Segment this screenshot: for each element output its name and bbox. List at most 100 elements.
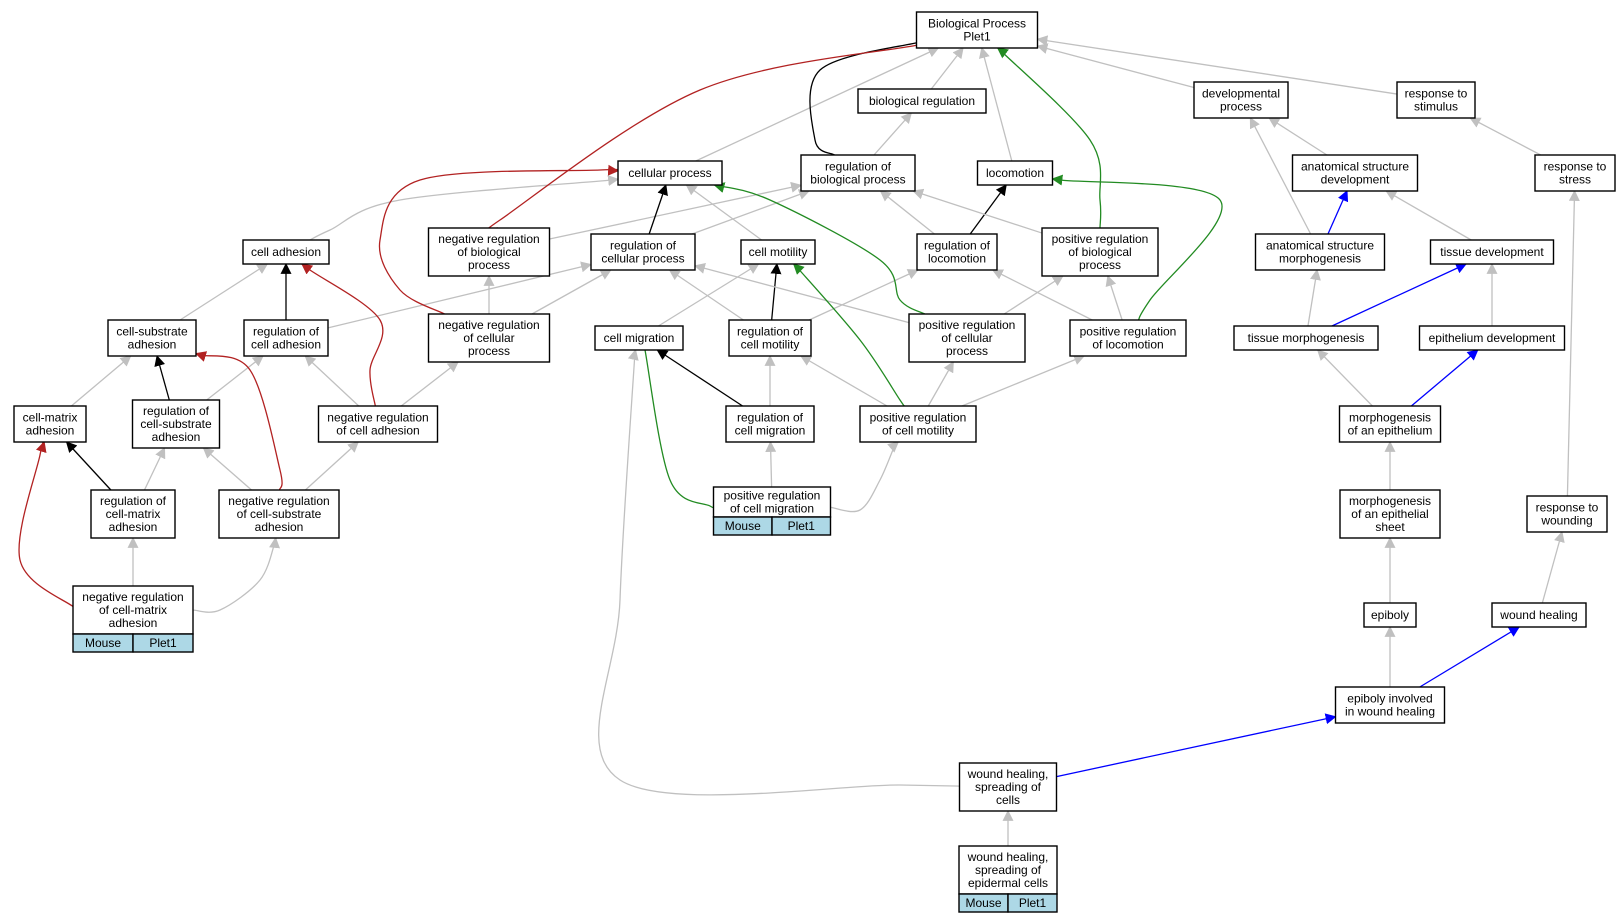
edge-cellmig-is_a-cellmot xyxy=(658,263,760,327)
term-node-celladh[interactable]: cell adhesion xyxy=(242,239,330,265)
term-label-line: stress xyxy=(1559,173,1591,187)
edge-line xyxy=(648,183,668,235)
term-box xyxy=(1526,495,1608,533)
edge-posregcellmig-positively_regulates-cellmig xyxy=(637,339,715,509)
term-node-woundheal[interactable]: wound healing xyxy=(1491,602,1587,628)
term-box xyxy=(958,762,1058,812)
term-box xyxy=(243,319,329,357)
term-label-line: cell motility xyxy=(749,245,808,259)
term-box xyxy=(1491,602,1587,628)
term-node-cellmot[interactable]: cell motility xyxy=(740,239,816,265)
term-label-line: regulation of xyxy=(924,239,991,253)
term-label-line: stimulus xyxy=(1414,100,1458,114)
term-label-line: spreading of xyxy=(975,863,1042,877)
edge-negregcelladh-negatively_regulates-celladh xyxy=(300,263,384,407)
edge-line xyxy=(1541,530,1565,604)
term-label-line: Plet1 xyxy=(963,30,991,44)
edge-cellproc-is_a-root xyxy=(695,47,940,162)
edge-regcellmot-is_a-regcellproc xyxy=(668,269,744,321)
annotation-cell: Plet1 xyxy=(771,516,832,536)
term-node-cellproc[interactable]: cellular process xyxy=(617,160,723,186)
edge-line xyxy=(668,269,744,321)
edge-regbio-is_a-bioreg xyxy=(873,112,913,156)
term-box xyxy=(725,405,815,443)
term-label-line: morphogenesis xyxy=(1349,411,1431,425)
term-label-line: cell migration xyxy=(735,424,806,438)
edge-regcellmatrix-is_a-regcellsub xyxy=(143,447,166,491)
edge-line xyxy=(179,263,269,321)
edge-posregcellproc-is_a-posregbio xyxy=(1003,275,1064,315)
term-box xyxy=(107,319,197,357)
term-box xyxy=(1429,239,1555,265)
term-node-locomotion[interactable]: locomotion xyxy=(976,160,1054,186)
term-box xyxy=(13,405,87,443)
edge-posregbio-positively_regulates-root xyxy=(991,42,1102,229)
edge-line xyxy=(830,440,900,513)
edge-negregbio-negatively_regulates-root xyxy=(483,37,935,234)
term-label-line: process xyxy=(946,344,988,358)
edge-line xyxy=(202,447,252,491)
term-label-line: cellular process xyxy=(628,166,711,180)
edge-whspread-part_of-epibolywound xyxy=(1056,713,1337,778)
annotation-label: Plet1 xyxy=(788,519,816,533)
edge-line xyxy=(695,47,940,162)
term-label-line: regulation of xyxy=(737,411,804,425)
term-node-tissmorph[interactable]: tissue morphogenesis xyxy=(1233,325,1379,351)
edge-line xyxy=(1307,268,1321,327)
edge-line xyxy=(961,354,1086,407)
term-box xyxy=(915,11,1039,49)
term-box xyxy=(90,489,176,539)
term-node-epiboly[interactable]: epiboly xyxy=(1363,602,1417,628)
term-node-tissdev[interactable]: tissue development xyxy=(1429,239,1555,265)
term-label-line: negative regulation xyxy=(438,318,539,332)
term-label-line: adhesion xyxy=(255,520,304,534)
edge-line xyxy=(1105,274,1123,321)
term-node-cellmig[interactable]: cell migration xyxy=(594,325,684,351)
edge-negregcelladh-is_a-negregcellproc xyxy=(400,361,459,407)
term-label-line: positive regulation xyxy=(1052,232,1149,246)
term-node-bioreg[interactable]: biological regulation xyxy=(857,88,987,114)
term-label-line: cell-substrate xyxy=(116,325,188,339)
edge-respstim-is_a-root xyxy=(1036,35,1398,95)
term-label-line: process xyxy=(468,258,510,272)
term-node-epidev[interactable]: epithelium development xyxy=(1418,325,1566,351)
term-box xyxy=(427,313,551,363)
term-label-line: process xyxy=(1079,258,1121,272)
annotation-label: Plet1 xyxy=(149,636,177,650)
term-label-line: regulation of xyxy=(143,404,210,418)
term-box xyxy=(1041,227,1159,277)
term-label-line: adhesion xyxy=(109,616,158,630)
